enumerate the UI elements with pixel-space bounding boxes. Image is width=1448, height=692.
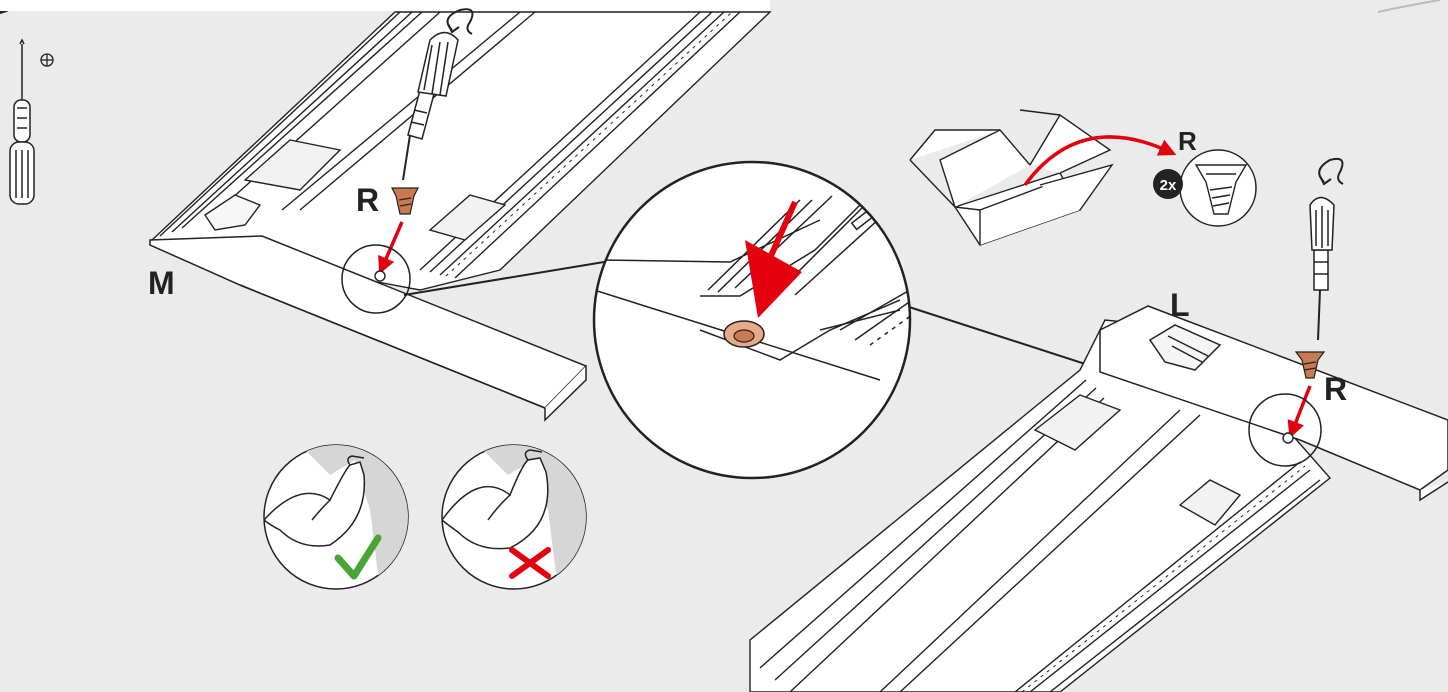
screw-label-right: R — [1324, 371, 1347, 407]
force-excess-circle — [442, 445, 586, 590]
top-panel-edge — [0, 0, 770, 11]
corner-mark-right — [1378, 0, 1440, 12]
screwdriver-right — [1310, 198, 1334, 341]
part-label-l: L — [1170, 287, 1190, 323]
zoom-screw-head — [724, 321, 764, 347]
phillips-screwdriver-icon — [10, 40, 34, 204]
rotate-clockwise-icon-right — [1319, 159, 1343, 184]
hole-right — [1283, 433, 1293, 443]
quantity-label: 2x — [1160, 177, 1177, 194]
phillips-plus-icon — [41, 54, 53, 66]
part-label-m: M — [148, 265, 175, 301]
hole-left — [375, 271, 385, 281]
force-ok-circle — [264, 445, 408, 590]
screw-label-left: R — [356, 182, 379, 218]
parts-box — [910, 110, 1112, 245]
screw-label-box: R — [1178, 126, 1197, 156]
